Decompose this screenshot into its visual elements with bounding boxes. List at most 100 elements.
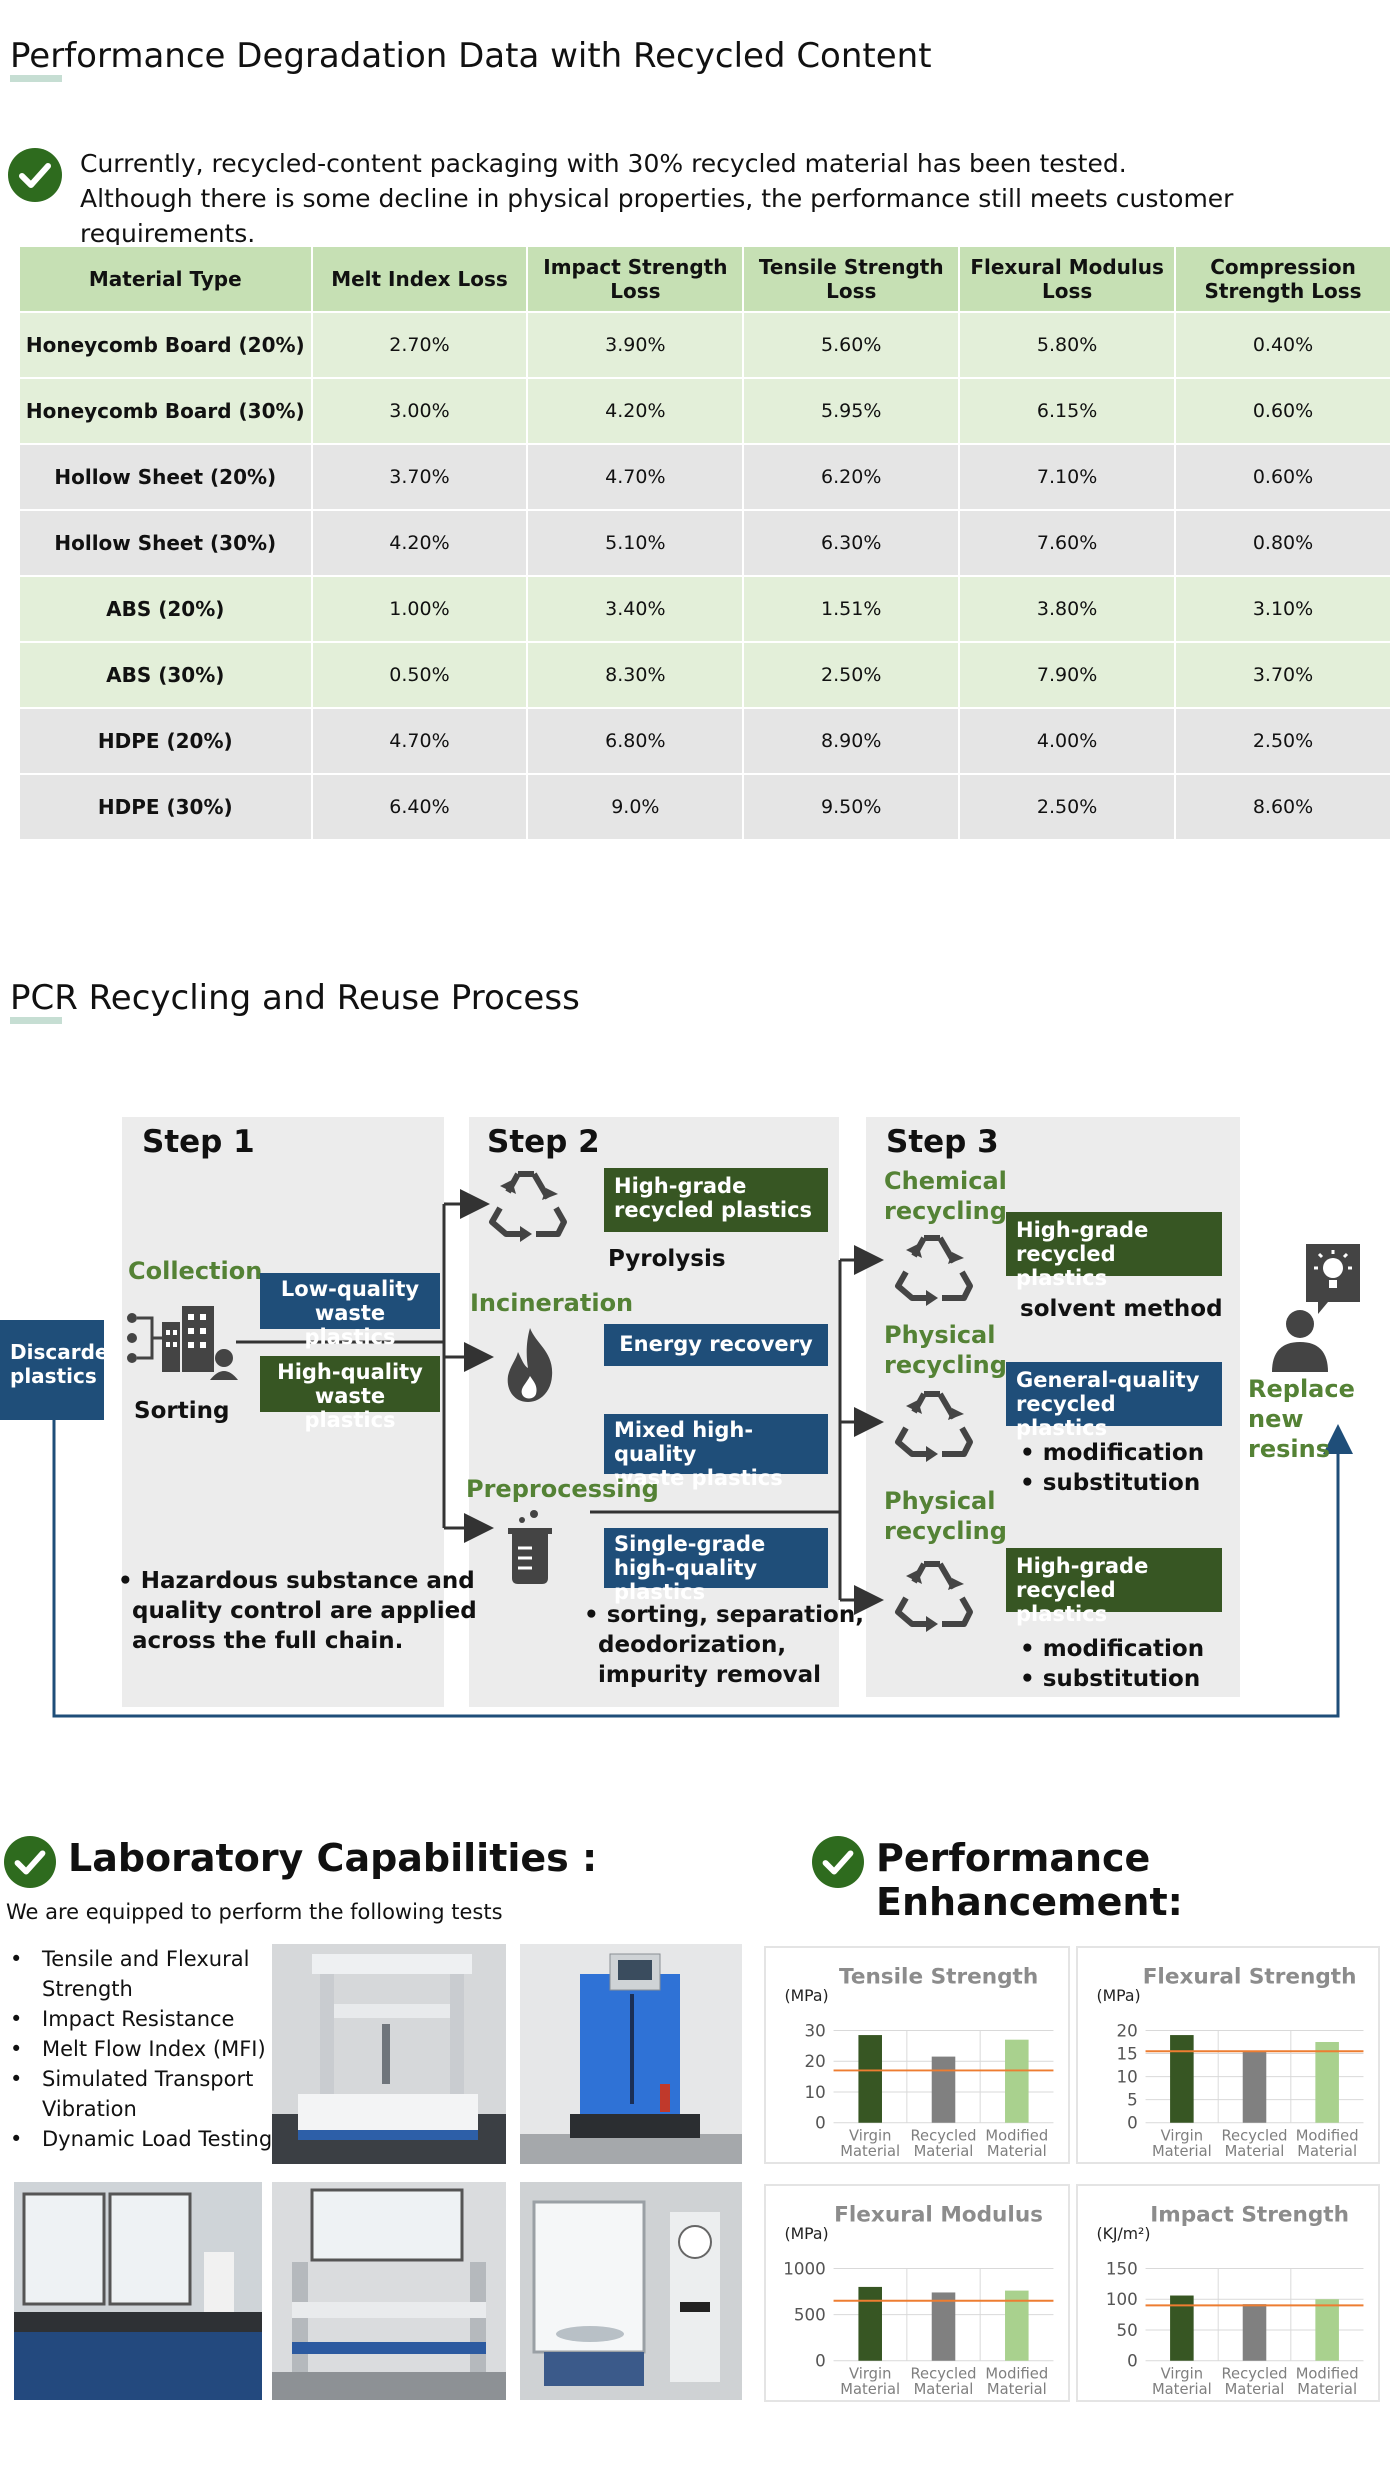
chart-bar [858, 2035, 882, 2123]
table-header: Compression Strength Loss [1174, 245, 1392, 313]
chart-title: Flexural Modulus [834, 2202, 1043, 2227]
x-tick-label: Material [1297, 2143, 1357, 2160]
x-tick-label: Material [1152, 2381, 1212, 2398]
table-header: Material Type [18, 245, 313, 313]
chart-bar [1242, 2304, 1267, 2361]
x-tick-label: Recycled [1221, 2127, 1287, 2144]
high-quality-box: High-quality waste plastics [260, 1356, 440, 1432]
list-item: Impact Resistance [6, 2004, 276, 2034]
x-tick-label: Recycled [910, 2127, 976, 2144]
check-icon [8, 148, 62, 202]
table-header: Melt Index Loss [310, 245, 529, 313]
x-tick-label: Modified [1296, 2365, 1359, 2382]
replace-resins-label: Replace new resins [1248, 1375, 1355, 1463]
table-row: ABS (30%)0.50%8.30%2.50%7.90%3.70% [18, 641, 1392, 709]
x-tick-label: Material [987, 2381, 1047, 2398]
list-item: Dynamic Load Testing [6, 2124, 276, 2154]
balance-and-hardness-photo [520, 2182, 742, 2400]
low-quality-box: Low-quality waste plastics [260, 1273, 440, 1349]
table-header: Tensile Strength Loss [742, 245, 961, 313]
list-item: Tensile and Flexural Strength [6, 1944, 276, 2004]
x-tick-label: Material [914, 2381, 974, 2398]
y-tick-label: 15 [1116, 2044, 1137, 2063]
section-note: Currently, recycled-content packaging wi… [80, 149, 1234, 248]
check-icon [4, 1836, 56, 1888]
section-title-pcr: PCR Recycling and Reuse Process [10, 978, 580, 1024]
chemical-recycling-label: Chemical recycling [884, 1167, 1007, 1225]
lab-room-photo [14, 2182, 262, 2400]
table-header: Flexural Modulus Loss [958, 245, 1177, 313]
x-tick-label: Recycled [910, 2365, 976, 2382]
table-header-row: Material Type Melt Index Loss Impact Str… [18, 245, 1392, 313]
list-item: Melt Flow Index (MFI) [6, 2034, 276, 2064]
x-tick-label: Material [987, 2143, 1047, 2160]
physical-bullets: • modification • substitution [1020, 1636, 1205, 1692]
chart-title: Tensile Strength [839, 1964, 1038, 1989]
chart-bar [1170, 2035, 1194, 2123]
idea-person-icon [1272, 1244, 1360, 1372]
section-title-performance: Performance Degradation Data with Recycl… [10, 36, 932, 82]
table-header: Impact Strength Loss [526, 245, 745, 313]
x-tick-label: Virgin [1161, 2127, 1203, 2144]
y-tick-label: 10 [1116, 2067, 1137, 2086]
y-tick-label: 500 [794, 2305, 826, 2324]
x-tick-label: Material [840, 2381, 900, 2398]
lab-intro: We are equipped to perform the following… [6, 1900, 503, 1924]
lab-title: Laboratory Capabilities : [68, 1836, 598, 1880]
chemical-high-grade-box: High-grade recycled plastics [1006, 1212, 1222, 1290]
single-grade-box: Single-grade high-quality plastics [604, 1528, 828, 1604]
chart-bar [931, 2056, 956, 2123]
mixed-plastics-box: Mixed high-quality waste plastics [604, 1414, 828, 1490]
y-tick-label: 0 [815, 2352, 826, 2371]
chart-title: Impact Strength [1150, 2202, 1349, 2227]
general-quality-box: General-quality recycled plastics [1006, 1362, 1222, 1440]
y-tick-label: 5 [1127, 2091, 1138, 2110]
x-tick-label: Material [840, 2143, 900, 2160]
x-tick-label: Virgin [849, 2365, 891, 2382]
step3-title: Step 3 [886, 1124, 999, 1160]
physical-high-grade-box: High-grade recycled plastics [1006, 1548, 1222, 1626]
discarded-plastics-box: Discarded plastics [0, 1320, 123, 1420]
chart-bar [1170, 2295, 1194, 2361]
x-tick-label: Virgin [1161, 2365, 1203, 2382]
x-tick-label: Recycled [1221, 2365, 1287, 2382]
table-row: Honeycomb Board (30%)3.00%4.20%5.95%6.15… [18, 377, 1392, 445]
y-tick-label: 30 [804, 2021, 825, 2040]
x-tick-label: Material [914, 2143, 974, 2160]
impact-tester-photo [520, 1944, 742, 2164]
chart-bar [1242, 2051, 1267, 2123]
step1-note: • Hazardous substance and quality contro… [118, 1568, 477, 1654]
physical-recycling-label: Physical recycling [884, 1321, 1007, 1379]
process-connectors [52, 1189, 1353, 1718]
degradation-table: Material Type Melt Index Loss Impact Str… [18, 245, 1392, 841]
chart-title: Flexural Strength [1143, 1964, 1357, 1989]
tensile-tester-photo [272, 1944, 506, 2164]
table-row: Honeycomb Board (20%)2.70%3.90%5.60%5.80… [18, 311, 1392, 379]
y-axis-label: (KJ/m²) [1096, 2224, 1150, 2243]
recycle-icon [489, 1171, 567, 1242]
x-tick-label: Material [1225, 2381, 1285, 2398]
step1-title: Step 1 [142, 1124, 255, 1160]
x-tick-label: Modified [1296, 2127, 1359, 2144]
x-tick-label: Material [1297, 2381, 1357, 2398]
y-tick-label: 0 [1127, 2352, 1138, 2371]
chart-bar [1315, 2299, 1339, 2361]
high-grade-box: High-grade recycled plastics [604, 1168, 828, 1232]
table-row: HDPE (30%)6.40%9.0%9.50%2.50%8.60% [18, 773, 1392, 841]
preprocessing-label: Preprocessing [466, 1475, 659, 1503]
chart-bar [1315, 2041, 1339, 2123]
check-icon [812, 1836, 864, 1888]
x-tick-label: Virgin [849, 2127, 891, 2144]
y-tick-label: 0 [1127, 2114, 1138, 2133]
x-tick-label: Material [1152, 2143, 1212, 2160]
building-icon [127, 1306, 238, 1380]
x-tick-label: Modified [985, 2127, 1048, 2144]
step2-title: Step 2 [487, 1124, 600, 1160]
energy-recovery-box: Energy recovery [604, 1324, 828, 1366]
collection-label: Collection [128, 1257, 263, 1285]
chart-bar [858, 2286, 882, 2361]
